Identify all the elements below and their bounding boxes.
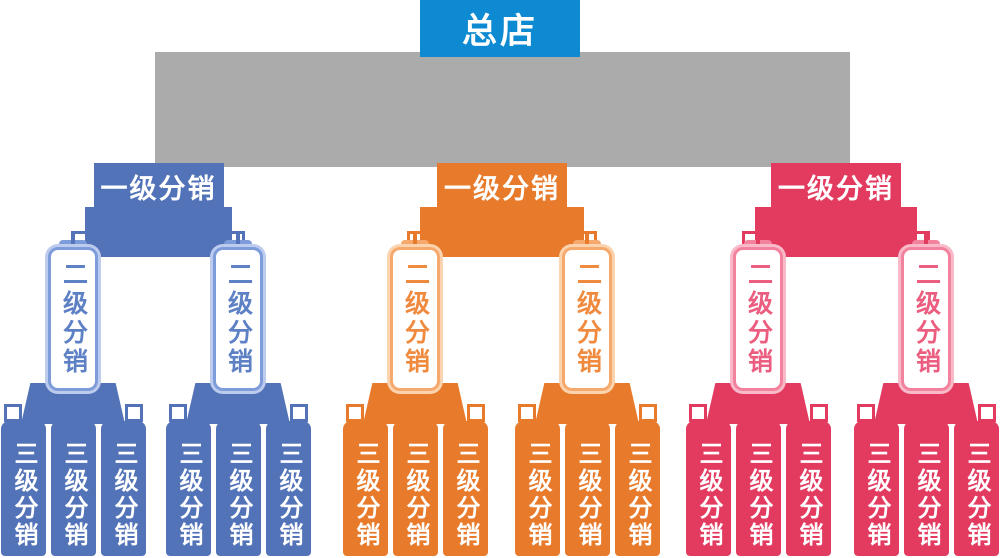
- level1-box: 一级分销: [437, 163, 567, 209]
- level3-bar: 三级分销: [735, 421, 781, 556]
- level3-bar: 三级分销: [442, 421, 488, 556]
- connector-bracket: [809, 404, 828, 422]
- connector-bracket: [688, 404, 707, 422]
- capsule-pin: [585, 231, 589, 251]
- level2-label: 二级分销: [59, 261, 88, 377]
- level1-node: 一级分销: [742, 163, 930, 257]
- level3-bar: 三级分销: [514, 421, 560, 556]
- level2-capsule: 二级分销: [390, 247, 440, 391]
- trunk-panel: [155, 52, 850, 167]
- branch: 三级分销 三级分销 三级分销 二级分销: [342, 0, 488, 558]
- level2-label: 二级分销: [224, 261, 253, 377]
- level1-node: 一级分销: [407, 163, 597, 257]
- level2-label: 二级分销: [573, 261, 602, 377]
- level3-label: 三级分销: [574, 441, 601, 549]
- level3-bar: 三级分销: [0, 421, 46, 556]
- branch: 三级分销 三级分销 三级分销 二级分销: [685, 0, 831, 558]
- level3-label: 三级分销: [275, 441, 302, 549]
- level3-bar: 三级分销: [953, 421, 999, 556]
- level3-bar: 三级分销: [215, 421, 261, 556]
- level1-box: 一级分销: [771, 163, 901, 209]
- level3-label: 三级分销: [225, 441, 252, 549]
- root-label: 总店: [461, 12, 538, 51]
- level3-bar: 三级分销: [342, 421, 388, 556]
- level3-label: 三级分销: [695, 441, 722, 549]
- level3-label: 三级分销: [352, 441, 379, 549]
- connector-bracket: [3, 404, 22, 422]
- level3-label: 三级分销: [963, 441, 990, 549]
- level3-label: 三级分销: [402, 441, 429, 549]
- level3-label: 三级分销: [524, 441, 551, 549]
- connector-bracket: [289, 404, 308, 422]
- connector-bracket: [856, 404, 875, 422]
- level3-bar: 三级分销: [853, 421, 899, 556]
- level2-capsule: 二级分销: [213, 247, 263, 391]
- level3-bar: 三级分销: [392, 421, 438, 556]
- level3-label: 三级分销: [60, 441, 87, 549]
- level1-label: 一级分销: [444, 173, 560, 204]
- level3-label: 三级分销: [10, 441, 37, 549]
- level3-bar: 三级分销: [265, 421, 311, 556]
- level1-label: 一级分销: [778, 173, 894, 204]
- level3-bar: 三级分销: [785, 421, 831, 556]
- level3-label: 三级分销: [795, 441, 822, 549]
- level2-label: 二级分销: [744, 261, 773, 377]
- level3-label: 三级分销: [863, 441, 890, 549]
- level3-label: 三级分销: [452, 441, 479, 549]
- level3-label: 三级分销: [175, 441, 202, 549]
- capsule-pin: [71, 231, 75, 251]
- level3-label: 三级分销: [624, 441, 651, 549]
- level3-label: 三级分销: [745, 441, 772, 549]
- connector-bracket: [345, 404, 364, 422]
- level1-base: [85, 207, 232, 257]
- connector-bracket: [466, 404, 485, 422]
- level2-capsule: 二级分销: [562, 247, 612, 391]
- level2-label: 二级分销: [401, 261, 430, 377]
- level3-label: 三级分销: [110, 441, 137, 549]
- branch: 三级分销 三级分销 三级分销 二级分销: [0, 0, 146, 558]
- connector-bracket: [168, 404, 187, 422]
- connector-bracket: [638, 404, 657, 422]
- connector-bracket: [977, 404, 996, 422]
- capsule-pin: [924, 231, 928, 251]
- level3-bar: 三级分销: [903, 421, 949, 556]
- level3-bar: 三级分销: [50, 421, 96, 556]
- level1-base: [755, 207, 917, 257]
- level1-label: 一级分销: [100, 173, 217, 204]
- level3-label: 三级分销: [913, 441, 940, 549]
- level3-bar: 三级分销: [614, 421, 660, 556]
- level1-box: 一级分销: [93, 163, 224, 209]
- level3-bar: 三级分销: [685, 421, 731, 556]
- connector-bracket: [517, 404, 536, 422]
- level2-capsule: 二级分销: [733, 247, 783, 391]
- level3-bar: 三级分销: [564, 421, 610, 556]
- connector-bracket: [124, 404, 143, 422]
- branch: 三级分销 三级分销 三级分销 二级分销: [514, 0, 660, 558]
- level2-capsule: 二级分销: [48, 247, 98, 391]
- level2-capsule: 二级分销: [901, 247, 951, 391]
- level3-bar: 三级分销: [100, 421, 146, 556]
- branch: 三级分销 三级分销 三级分销 二级分销: [853, 0, 999, 558]
- level3-bar: 三级分销: [165, 421, 211, 556]
- branch: 三级分销 三级分销 三级分销 二级分销: [165, 0, 311, 558]
- root-node: 总店: [420, 0, 580, 57]
- level2-label: 二级分销: [912, 261, 941, 377]
- capsule-pin: [236, 231, 240, 251]
- capsule-pin: [413, 231, 417, 251]
- level1-base: [420, 207, 584, 257]
- capsule-pin: [756, 231, 760, 251]
